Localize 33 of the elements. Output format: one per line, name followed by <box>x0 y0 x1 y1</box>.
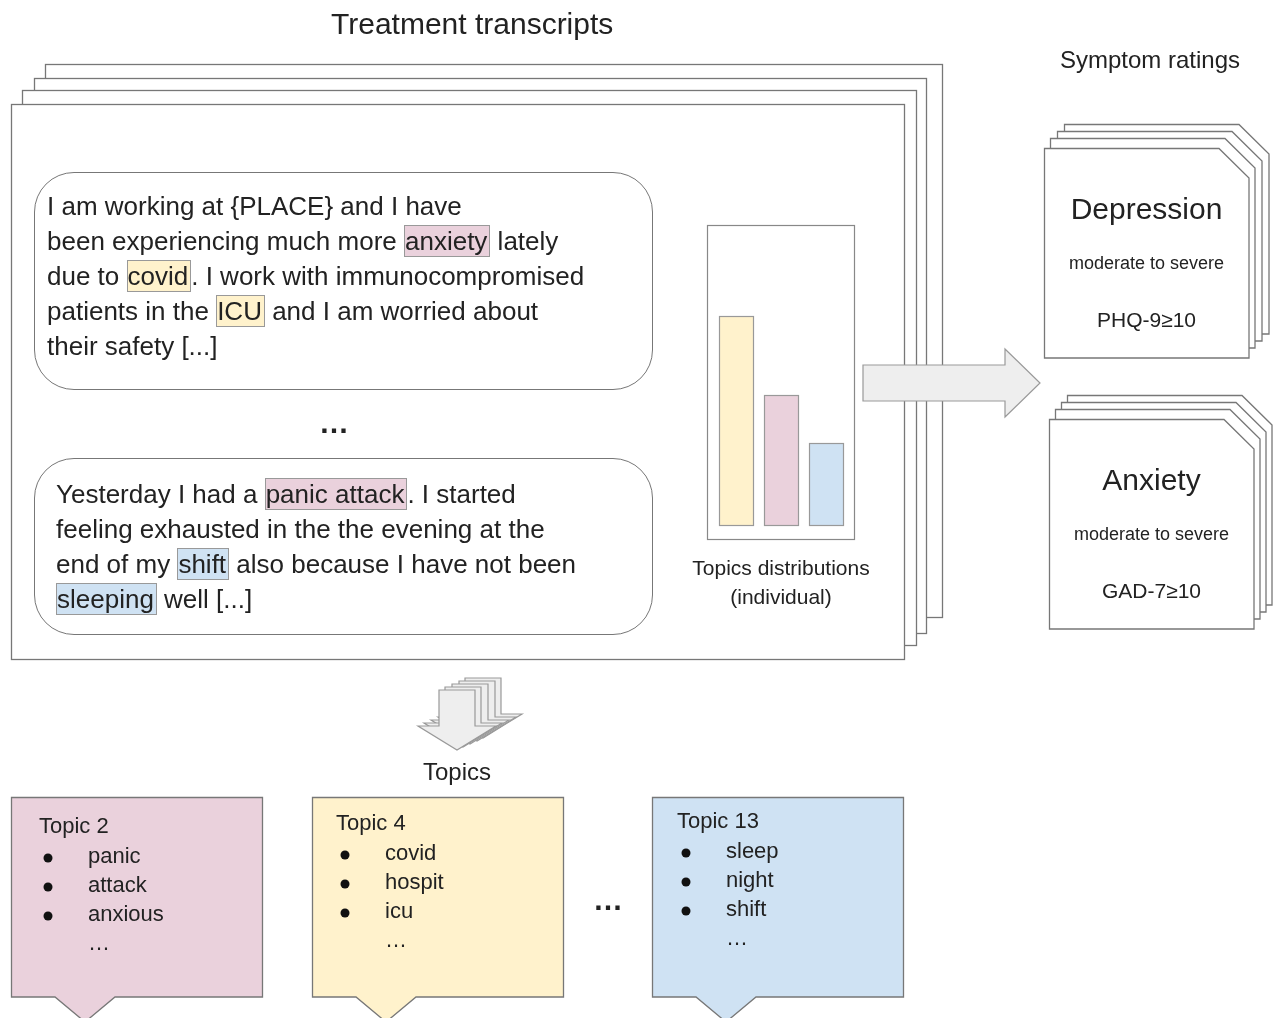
topic-term: night <box>726 866 774 894</box>
topic-heading: Topic 2 <box>39 812 109 840</box>
topic-term: … <box>726 924 748 952</box>
stack-heading: Treatment transcripts <box>331 6 614 42</box>
topic-term: anxious <box>88 900 164 928</box>
score-threshold: PHQ-9≥10 <box>1095 307 1198 333</box>
ellipsis: … <box>592 882 624 918</box>
topic-term: … <box>88 929 110 957</box>
topic-term: … <box>385 926 407 954</box>
topic-term: panic <box>88 842 141 870</box>
severity-text: moderate to severe <box>1067 253 1226 275</box>
topic-term: covid <box>385 839 437 867</box>
severity-text: moderate to severe <box>1072 524 1231 546</box>
topic-term: icu <box>385 897 414 925</box>
block-arrow <box>862 347 1041 419</box>
topic-heading: Topic 4 <box>336 809 406 837</box>
topic-term: hospit <box>385 868 444 896</box>
topic-heading: Topic 13 <box>677 807 759 835</box>
topic-term: sleep <box>726 837 779 865</box>
speech-bubble <box>34 458 653 635</box>
transcript-text: I am working at {PLACE} and I have been experiencing much more anxiety lately due to covid. I work with immunocompromised patients in the ICU and I am worried about their safety [...] <box>47 190 585 363</box>
ellipsis: … <box>318 405 350 441</box>
section-heading: Topics <box>400 757 514 787</box>
score-threshold: GAD-7≥10 <box>1100 578 1203 604</box>
chart-caption: Topics distributions (individual) <box>691 555 871 610</box>
topic-term: attack <box>88 871 147 899</box>
rating-title: Depression <box>1069 191 1224 227</box>
transcript-text: Yesterday I had a panic attack. I started feeling exhausted in the the evening at the end of my shift also because I have not been sleeping well [...] <box>56 477 577 617</box>
stacked-block-arrow <box>415 677 525 751</box>
rating-title: Anxiety <box>1101 462 1202 498</box>
topic-term: shift <box>726 895 767 923</box>
section-heading: Symptom ratings <box>1058 46 1242 75</box>
speech-bubble <box>34 172 653 390</box>
